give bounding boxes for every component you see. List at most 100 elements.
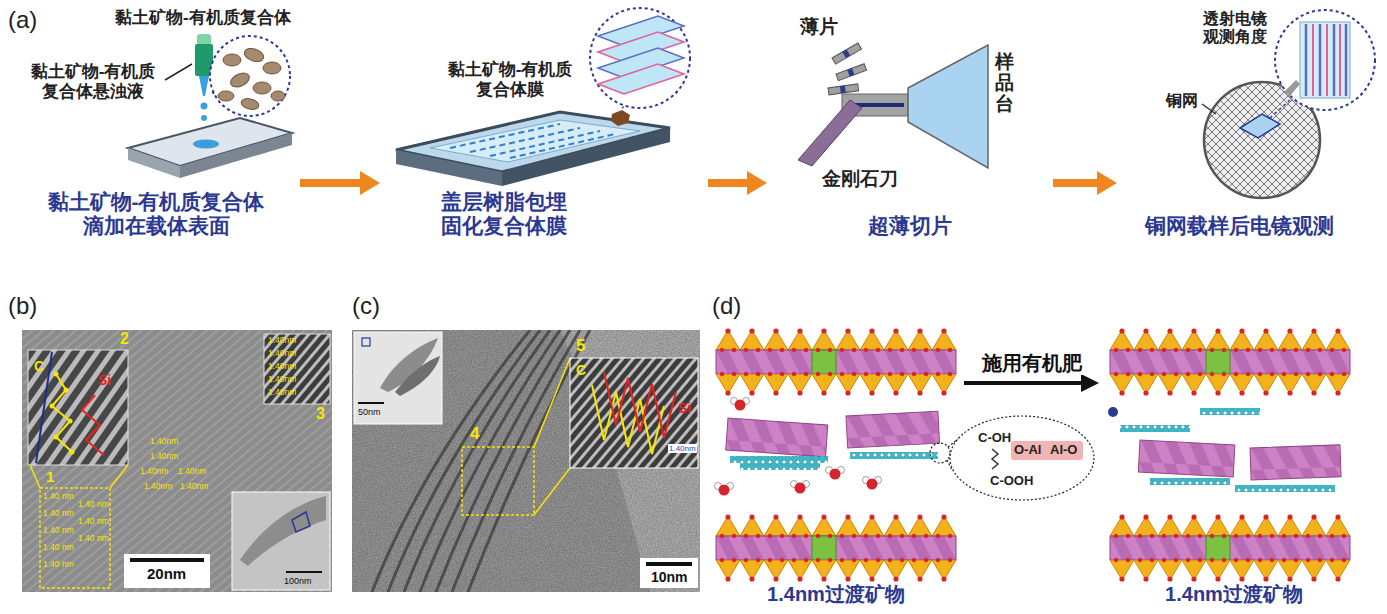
spacing-label: 1.40 nm <box>43 560 74 570</box>
membrane-step-illustration <box>611 110 630 126</box>
ultramicrotome-illustration <box>840 86 846 94</box>
ultramicrotome-illustration <box>836 64 867 81</box>
membrane-step-illustration <box>430 120 640 162</box>
ultramicrotome-illustration <box>828 84 859 95</box>
dropper-step-illustration <box>253 82 271 94</box>
ultramicrotome-illustration <box>832 43 861 64</box>
tem-image-c <box>352 330 700 592</box>
element-label: Si <box>98 372 111 388</box>
dropper-step-illustration <box>271 91 285 101</box>
mineral-structure-right <box>1235 485 1335 492</box>
tem-image-b <box>54 435 59 440</box>
mineral-structure: 1.4nm过渡矿物 <box>1105 292 1363 610</box>
mineral-structure-left <box>850 452 938 459</box>
element-label: Si <box>678 400 691 416</box>
ultramicrotome-illustration <box>828 84 859 95</box>
tem-image-b <box>36 352 52 463</box>
tem-image-c <box>604 372 676 438</box>
mineral-structure-left <box>846 411 940 448</box>
ultramicrotome-illustration <box>847 68 854 76</box>
tem-image-c <box>534 468 570 515</box>
dropper-step-illustration <box>165 64 192 80</box>
dropper-step-illustration <box>199 76 209 96</box>
process-step: 超薄切片 <box>775 4 1045 242</box>
tem-image-b <box>292 512 310 532</box>
copper-grid-illustration <box>1202 10 1375 198</box>
scale-label: 20nm <box>147 565 186 582</box>
mineral-structure-left <box>791 481 810 494</box>
mineral-structure-left <box>726 418 828 457</box>
membrane-step-illustration <box>450 124 615 158</box>
scale-label: 100nm <box>284 576 312 586</box>
tem-image-c <box>352 330 700 592</box>
tem-image-c <box>462 447 534 515</box>
mineral-structure-right <box>1110 328 1350 396</box>
mineral-structure-left <box>826 467 845 480</box>
ultramicrotome-illustration <box>798 100 862 166</box>
step-caption: 1.4nm过渡矿物 <box>767 583 905 606</box>
dropper-step-illustration <box>180 133 292 178</box>
mineral-structure-left <box>846 411 940 448</box>
mineral-structure-right <box>1108 328 1350 582</box>
process-arrow <box>1053 179 1097 187</box>
spacing-label: 1.40nm <box>268 362 296 372</box>
functional-group-label: C-OOH <box>990 474 1033 489</box>
tem-image-b <box>52 374 72 452</box>
copper-grid-illustration <box>1240 114 1280 138</box>
dropper-step-illustration <box>218 91 234 101</box>
copper-grid-illustration <box>1284 80 1300 96</box>
mineral-structure-right <box>1138 440 1235 477</box>
panel-letter: (a) <box>8 6 37 34</box>
spacing-label: 1.40nm <box>150 437 178 447</box>
tem-image-b <box>22 330 332 592</box>
process-arrow <box>708 179 747 187</box>
callout-number: 2 <box>120 330 129 348</box>
callout-number: 4 <box>470 424 479 444</box>
dropper-step-illustration <box>228 70 251 89</box>
tem-image-b <box>70 450 75 455</box>
mineral-structure-left <box>726 418 828 457</box>
tem-image-c <box>640 558 698 588</box>
step-caption: 铜网载样后电镜观测 <box>1145 214 1334 238</box>
panel-letter: (d) <box>712 292 741 320</box>
ultramicrotome-illustration <box>908 45 988 168</box>
copper-grid-illustration <box>1270 100 1290 118</box>
component-label: 黏土矿物-有机质复合体 <box>115 8 291 28</box>
tem-image-c <box>570 358 698 468</box>
tem-image-b <box>50 404 55 409</box>
copper-grid-illustration <box>1300 22 1350 98</box>
scale-label: 10nm <box>651 569 688 585</box>
spacing-label: 1.40 nm <box>43 509 74 519</box>
mineral-structure-right <box>1250 445 1341 480</box>
treatment-arrow <box>964 381 1081 385</box>
dropper-step-illustration <box>210 36 290 116</box>
process-arrow <box>300 179 360 187</box>
membrane-step-illustration <box>590 8 690 108</box>
scale-label: 50nm <box>358 407 381 417</box>
mineral-structure-left <box>731 398 750 411</box>
membrane-step-illustration <box>396 8 690 186</box>
dropper-step-illustration <box>223 54 241 66</box>
mineral-structure-left <box>716 328 956 396</box>
tem-image-b <box>64 388 69 393</box>
tem-image-c <box>354 332 442 424</box>
spacing-label: 1.40 nm <box>43 526 74 536</box>
spacing-label: 1.40nm <box>268 388 296 398</box>
tem-image-b <box>82 395 104 455</box>
dropper-step-illustration <box>243 46 266 64</box>
process-step: 铜网载样后电镜观测 <box>1125 4 1383 242</box>
component-label: 透射电镜 观测角度 <box>1195 10 1275 47</box>
tem-image-b <box>30 465 40 488</box>
tem-image-b <box>130 558 204 562</box>
component-label: 黏土矿物-有机质 复合体悬浊液 <box>18 62 168 101</box>
spacing-label: 1.40nm <box>268 375 296 385</box>
copper-grid-illustration <box>1275 10 1375 110</box>
mineral-structure-left <box>863 477 882 490</box>
tem-image-b <box>54 372 59 377</box>
mineral-structure-right <box>1120 425 1190 432</box>
mineral-structure-left <box>950 416 1094 500</box>
tem-image-c <box>646 562 692 566</box>
dropper-step-illustration <box>128 34 292 178</box>
